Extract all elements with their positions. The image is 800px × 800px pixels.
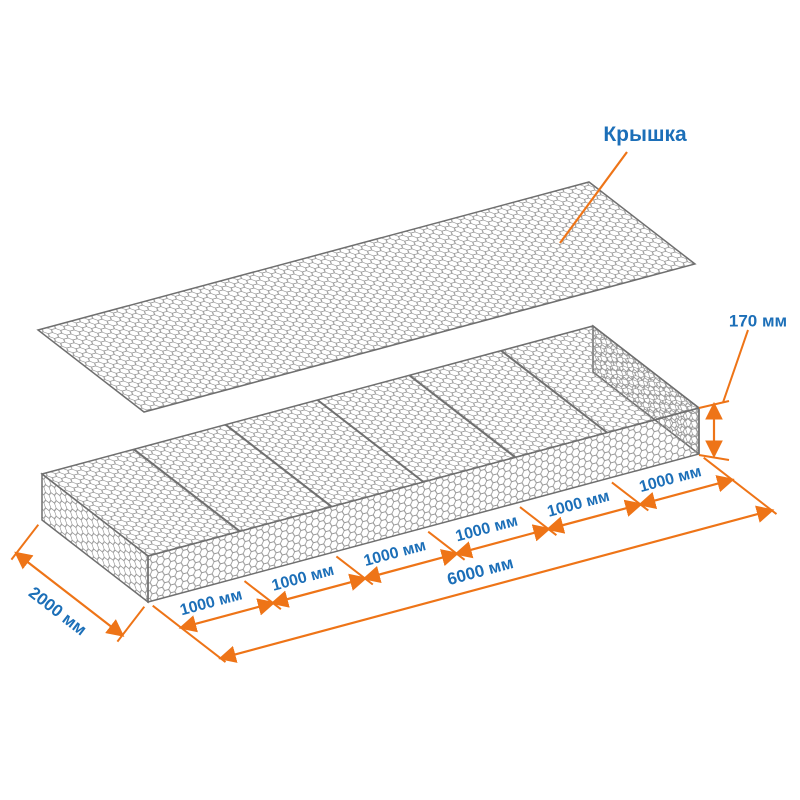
width-dim-label: 2000 мм: [25, 583, 90, 639]
lid-mesh-panel: [38, 182, 695, 412]
height-dim-label: 170 мм: [729, 311, 787, 330]
lid-mesh-sheet: [38, 182, 695, 412]
width-ext-back: [10, 524, 40, 561]
height-leader: [722, 329, 749, 403]
segment-arrow-6: [637, 475, 735, 510]
segment-tick-0: [152, 604, 227, 663]
width-dim-arrow: [14, 551, 125, 637]
dim-height: 170 мм: [698, 311, 787, 461]
partition-line: [226, 425, 332, 507]
partition-line: [409, 375, 515, 457]
length-dim-arrow: [218, 505, 775, 663]
lid-leader-line: [559, 151, 628, 244]
height-ext-bottom: [698, 454, 730, 461]
box-top-face: [42, 326, 699, 556]
lid-callout: Крышка: [559, 123, 687, 244]
length-dim-label: 6000 мм: [445, 553, 515, 589]
lid-label: Крышка: [603, 123, 687, 146]
segment-tick-6: [703, 456, 778, 515]
partition-line: [317, 400, 423, 482]
partition-line: [501, 351, 607, 433]
width-ext-front: [116, 606, 146, 643]
